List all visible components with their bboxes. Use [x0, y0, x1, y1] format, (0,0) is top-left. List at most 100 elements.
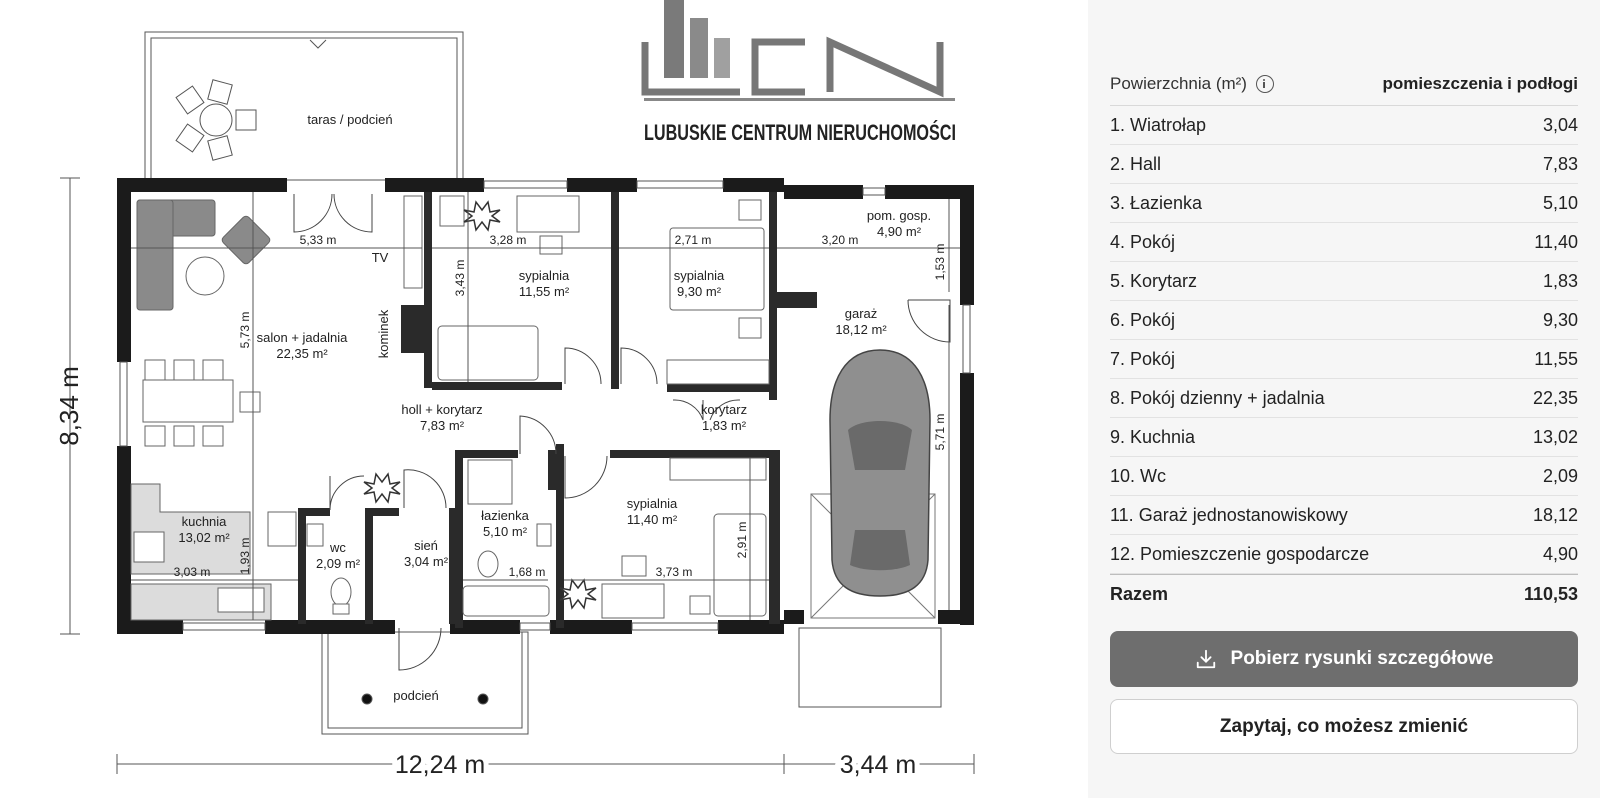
- dimension-labels: 5,33 m 3,28 m 2,71 m 3,20 m 1,53 m 3,43 …: [54, 233, 947, 784]
- dim-328: 3,28 m: [490, 233, 527, 247]
- dim-garage-width: 3,44 m: [840, 751, 916, 779]
- dim-320: 3,20 m: [822, 233, 859, 247]
- area-row-label: 11. Garaż jednostanowiskowy: [1110, 504, 1348, 525]
- area-row-11: 11. Garaż jednostanowiskowy 18,12: [1110, 496, 1578, 535]
- area-row-value: 1,83: [1542, 270, 1578, 291]
- dim-373: 3,73 m: [656, 565, 693, 579]
- room-label-pomgosp: pom. gosp.: [867, 208, 931, 223]
- room-area-sypialnia3: 11,40 m²: [627, 512, 678, 527]
- area-row-8: 8. Pokój dzienny + jadalnia 22,35: [1110, 379, 1578, 418]
- room-label-podcien: podcień: [393, 688, 439, 703]
- area-panel: Powierzchnia (m²) pomieszczenia i podłog…: [1088, 0, 1600, 798]
- room-label-garaz: garaż: [845, 306, 878, 321]
- room-area-lazienka: 5,10 m²: [483, 524, 528, 539]
- area-row-5: 5. Korytarz 1,83: [1110, 262, 1578, 301]
- area-header-left: Powierzchnia (m²): [1110, 74, 1274, 94]
- terrace: [144, 31, 464, 181]
- floor-plan: CN LUBUSKIE CENTRUM NIERUCHOMOŚCI: [54, 0, 975, 784]
- car-icon: [810, 349, 936, 619]
- floor-plan-drawing: CN LUBUSKIE CENTRUM NIERUCHOMOŚCI: [54, 0, 975, 784]
- area-row-value: 3,04: [1542, 114, 1578, 135]
- room-area-pomgosp: 4,90 m²: [877, 224, 922, 239]
- room-label-lazienka: łazienka: [481, 508, 529, 523]
- tv-label: TV: [372, 250, 389, 265]
- area-row-label: 4. Pokój: [1110, 231, 1176, 252]
- area-row-label: 6. Pokój: [1110, 309, 1176, 330]
- dim-303: 3,03 m: [174, 565, 211, 579]
- area-row-label: 10. Wc: [1110, 465, 1167, 486]
- room-area-salon: 22,35 m²: [276, 346, 328, 361]
- room-area-sien: 3,04 m²: [404, 554, 449, 569]
- area-total-label: Razem: [1110, 583, 1169, 604]
- interior-walls: [298, 192, 817, 628]
- company-logo: CN LUBUSKIE CENTRUM NIERUCHOMOŚCI: [641, 0, 956, 145]
- room-label-sien: sień: [414, 538, 438, 553]
- room-label-salon: salon + jadalnia: [257, 330, 348, 345]
- area-row-value: 22,35: [1532, 387, 1578, 408]
- room-area-wc: 2,09 m²: [316, 556, 361, 571]
- room-label-wc: wc: [329, 540, 346, 555]
- area-row-value: 2,09: [1542, 465, 1578, 486]
- windows: [119, 180, 971, 631]
- area-row-value: 11,55: [1534, 348, 1578, 369]
- area-table-header: Powierzchnia (m²) pomieszczenia i podłog…: [1110, 62, 1578, 106]
- area-row-10: 10. Wc 2,09: [1110, 457, 1578, 496]
- dim-193: 1,93 m: [238, 538, 252, 575]
- room-label-holl: holl + korytarz: [401, 402, 482, 417]
- area-row-label: 3. Łazienka: [1110, 192, 1203, 213]
- dim-total-width: 12,24 m: [395, 751, 485, 779]
- area-row-value: 13,02: [1532, 426, 1578, 447]
- dim-573: 5,73 m: [238, 312, 252, 349]
- area-row-value: 11,40: [1534, 231, 1578, 252]
- area-row-label: 1. Wiatrołap: [1110, 114, 1207, 135]
- area-row-1: 1. Wiatrołap 3,04: [1110, 106, 1578, 145]
- download-drawings-button[interactable]: Pobierz rysunki szczegółowe: [1110, 631, 1578, 687]
- area-row-4: 4. Pokój 11,40: [1110, 223, 1578, 262]
- room-label-sypialnia1: sypialnia: [519, 268, 570, 283]
- room-area-garaz: 18,12 m²: [835, 322, 887, 337]
- room-area-kuchnia: 13,02 m²: [178, 530, 230, 545]
- room-area-sypialnia1: 11,55 m²: [519, 284, 570, 299]
- area-row-label: 8. Pokój dzienny + jadalnia: [1110, 387, 1325, 408]
- room-label-sypialnia2: sypialnia: [674, 268, 725, 283]
- room-label-sypialnia3: sypialnia: [627, 496, 678, 511]
- dim-total-height: 8,34 m: [54, 366, 84, 446]
- dim-168: 1,68 m: [509, 565, 546, 579]
- room-label-korytarz: korytarz: [701, 402, 747, 417]
- room-labels: taras / podcień salon + jadalnia 22,35 m…: [178, 112, 931, 703]
- plant-icons: [363, 200, 597, 610]
- dim-571: 5,71 m: [933, 414, 947, 451]
- ask-changes-label: Zapytaj, co możesz zmienić: [1219, 715, 1469, 737]
- area-row-7: 7. Pokój 11,55: [1110, 340, 1578, 379]
- area-row-label: 7. Pokój: [1110, 348, 1176, 369]
- area-row-3: 3. Łazienka 5,10: [1110, 184, 1578, 223]
- area-header-title: Powierzchnia (m²): [1110, 73, 1247, 93]
- room-area-sypialnia2: 9,30 m²: [677, 284, 722, 299]
- room-area-holl: 7,83 m²: [420, 418, 465, 433]
- area-row-label: 5. Korytarz: [1110, 270, 1198, 291]
- room-label-taras: taras / podcień: [307, 112, 392, 127]
- room-area-korytarz: 1,83 m²: [702, 418, 747, 433]
- area-row-12: 12. Pomieszczenie gospodarcze 4,90: [1110, 535, 1578, 574]
- ask-changes-button[interactable]: Zapytaj, co możesz zmienić: [1110, 699, 1578, 754]
- dimension-lines: [60, 177, 975, 774]
- area-row-value: 4,90: [1542, 543, 1578, 564]
- dim-343: 3,43 m: [453, 260, 467, 297]
- garage-driveway: [798, 627, 942, 708]
- dim-533: 5,33 m: [300, 233, 337, 247]
- room-label-kuchnia: kuchnia: [182, 514, 228, 529]
- area-row-value: 5,10: [1542, 192, 1578, 213]
- logo-text: LUBUSKIE CENTRUM NIERUCHOMOŚCI: [644, 120, 956, 145]
- area-row-label: 12. Pomieszczenie gospodarcze: [1110, 543, 1370, 564]
- kominek-label: kominek: [376, 309, 391, 358]
- doors: [293, 193, 951, 671]
- info-icon[interactable]: [1255, 74, 1274, 93]
- area-header-right: pomieszczenia i podłogi: [1382, 73, 1578, 93]
- area-row-value: 18,12: [1532, 504, 1578, 525]
- download-drawings-label: Pobierz rysunki szczegółowe: [1230, 648, 1494, 669]
